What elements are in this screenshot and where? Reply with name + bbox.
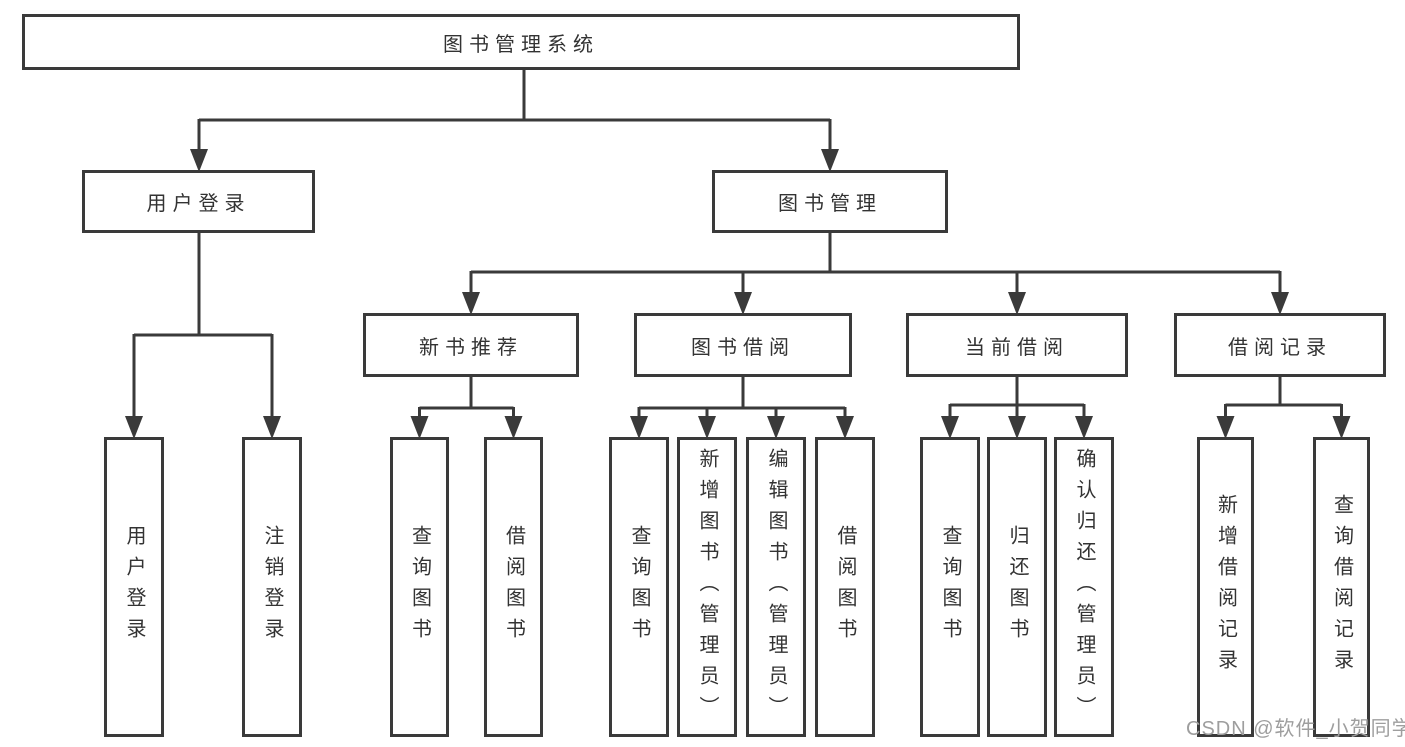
- leaf-add-books-admin: 新增图书（管理员）: [677, 437, 737, 737]
- leaf-borrow-books-borrowing: 借阅图书: [815, 437, 875, 737]
- leaf-query-books-borrowing: 查询图书: [609, 437, 669, 737]
- node-book-management: 图书管理: [712, 170, 948, 233]
- node-book-borrowing: 图书借阅: [634, 313, 852, 377]
- node-new-book-recommend: 新书推荐: [363, 313, 579, 377]
- leaf-return-books: 归还图书: [987, 437, 1047, 737]
- leaf-logout: 注销登录: [242, 437, 302, 737]
- node-current-borrowing: 当前借阅: [906, 313, 1128, 377]
- node-root-system: 图书管理系统: [22, 14, 1020, 70]
- leaf-query-books-recommend: 查询图书: [390, 437, 449, 737]
- watermark: CSDN @软件_小贺同学: [1186, 718, 1405, 740]
- leaf-query-borrow-record: 查询借阅记录: [1313, 437, 1370, 737]
- node-user-login: 用户登录: [82, 170, 315, 233]
- leaf-add-borrow-record: 新增借阅记录: [1197, 437, 1254, 737]
- leaf-borrow-books-recommend: 借阅图书: [484, 437, 543, 737]
- leaf-edit-books-admin: 编辑图书（管理员）: [746, 437, 806, 737]
- leaf-confirm-return-admin: 确认归还（管理员）: [1054, 437, 1114, 737]
- node-borrow-records: 借阅记录: [1174, 313, 1386, 377]
- leaf-query-books-current: 查询图书: [920, 437, 980, 737]
- arrowhead-icons: [125, 149, 1351, 439]
- connector-paths: [132, 68, 1343, 420]
- leaf-user-login: 用户登录: [104, 437, 164, 737]
